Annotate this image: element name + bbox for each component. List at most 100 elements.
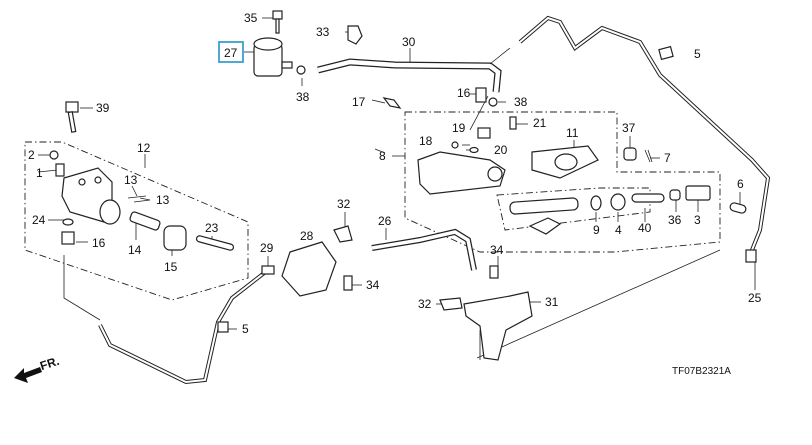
pipe-upper-right xyxy=(518,15,771,251)
part-8-master-cylinder xyxy=(417,151,506,195)
part-5-clamp-lower xyxy=(217,321,229,333)
front-direction-indicator: FR. xyxy=(14,354,61,383)
callout-30[interactable]: 30 xyxy=(402,35,416,49)
callout-7[interactable]: 7 xyxy=(664,151,671,165)
part-5-clamp-upper xyxy=(658,45,674,61)
highlight-box-27 xyxy=(218,41,244,63)
callout-25[interactable]: 25 xyxy=(748,291,762,305)
callout-21[interactable]: 21 xyxy=(533,116,547,130)
part-14-piston xyxy=(129,211,161,231)
part-11-gasket xyxy=(531,145,599,179)
callout-39[interactable]: 39 xyxy=(96,101,110,115)
part-21-bolt xyxy=(509,116,517,130)
callout-12[interactable]: 12 xyxy=(137,141,151,155)
part-6-pin xyxy=(729,202,747,214)
group-outline-slave-cylinder xyxy=(24,141,249,301)
part-18-seal xyxy=(451,141,459,149)
callout-8[interactable]: 8 xyxy=(379,149,386,163)
part-15-boot xyxy=(163,225,187,251)
callout-9[interactable]: 9 xyxy=(593,223,600,237)
arrow-left-icon xyxy=(14,367,42,383)
callout-35[interactable]: 35 xyxy=(244,11,258,25)
callout-34-right[interactable]: 34 xyxy=(490,243,504,257)
part-24-washer xyxy=(62,218,74,226)
part-19-joint xyxy=(477,127,491,139)
callout-28[interactable]: 28 xyxy=(300,229,314,243)
pipe-lower-left xyxy=(98,268,270,385)
callout-36[interactable]: 36 xyxy=(668,213,682,227)
part-33-clamp xyxy=(347,25,363,45)
part-38-clip xyxy=(296,65,306,75)
part-40-rod xyxy=(631,193,665,203)
callout-6[interactable]: 6 xyxy=(737,177,744,191)
callout-14[interactable]: 14 xyxy=(128,243,142,257)
callout-3[interactable]: 3 xyxy=(694,213,701,227)
part-9-seal xyxy=(590,195,602,211)
callout-1[interactable]: 1 xyxy=(36,166,43,180)
callout-5-upper[interactable]: 5 xyxy=(694,47,701,61)
callout-40[interactable]: 40 xyxy=(638,221,652,235)
part-27-reservoir xyxy=(253,37,293,77)
part-20-seal xyxy=(469,146,479,154)
part-16-fitting-upper xyxy=(475,87,487,103)
part-39-bolt xyxy=(65,101,79,133)
callouts: 35 33 30 5 27 38 39 17 16 38 21 37 18 19… xyxy=(28,11,762,336)
callout-17[interactable]: 17 xyxy=(352,95,366,109)
part-38-clip-upper xyxy=(488,97,498,107)
hose-reservoir xyxy=(317,58,502,93)
callout-33[interactable]: 33 xyxy=(316,25,330,39)
diagram-code: TF07B2321A xyxy=(672,366,731,377)
callout-13-right[interactable]: 13 xyxy=(156,193,170,207)
part-36-nut xyxy=(669,189,681,201)
part-32-clip-lower xyxy=(439,297,463,311)
group-outline-master-cylinder xyxy=(404,111,721,253)
callout-5-lower[interactable]: 5 xyxy=(242,322,249,336)
callout-23[interactable]: 23 xyxy=(205,221,219,235)
part-16-fitting xyxy=(61,231,75,245)
part-37-bushing xyxy=(623,147,637,161)
callout-15[interactable]: 15 xyxy=(164,260,178,274)
callout-16-upper[interactable]: 16 xyxy=(457,86,471,100)
callout-38-left[interactable]: 38 xyxy=(296,90,310,104)
part-3-yoke xyxy=(685,185,711,201)
callout-24[interactable]: 24 xyxy=(32,213,46,227)
leader-lines xyxy=(37,17,756,360)
callout-27[interactable]: 27 xyxy=(224,46,238,60)
hose-flexible-26 xyxy=(371,228,477,271)
callout-18[interactable]: 18 xyxy=(419,134,433,148)
part-34-bolt-right xyxy=(489,265,499,279)
front-label: FR. xyxy=(38,354,61,373)
callout-32-upper[interactable]: 32 xyxy=(337,197,351,211)
part-31-bracket xyxy=(463,291,533,361)
callout-38-right[interactable]: 38 xyxy=(514,95,528,109)
callout-20[interactable]: 20 xyxy=(494,143,508,157)
part-master-retainer xyxy=(528,217,562,235)
part-12-slave-cylinder xyxy=(61,167,121,225)
part-master-spring xyxy=(509,197,579,215)
callout-34-left[interactable]: 34 xyxy=(366,278,380,292)
callout-26[interactable]: 26 xyxy=(378,214,392,228)
part-29-fitting xyxy=(261,265,275,275)
part-17-clip xyxy=(382,97,402,109)
part-4-seal xyxy=(610,193,626,211)
part-2-cap xyxy=(49,150,59,160)
callout-2[interactable]: 2 xyxy=(28,148,35,162)
callout-4[interactable]: 4 xyxy=(615,223,622,237)
part-32-clip-upper xyxy=(333,225,353,243)
part-34-bolt-left xyxy=(343,275,353,291)
callout-19[interactable]: 19 xyxy=(452,121,466,135)
callout-16-lower[interactable]: 16 xyxy=(92,236,106,250)
part-23-pushrod xyxy=(195,235,235,251)
part-35-bolt xyxy=(272,10,283,34)
callout-29[interactable]: 29 xyxy=(260,241,274,255)
callout-11[interactable]: 11 xyxy=(566,126,579,140)
part-1-bleeder xyxy=(55,163,65,177)
callout-32-lower[interactable]: 32 xyxy=(418,297,432,311)
callout-31[interactable]: 31 xyxy=(545,295,559,309)
part-7-clip xyxy=(644,149,653,163)
part-28-bracket xyxy=(281,241,337,297)
callout-37[interactable]: 37 xyxy=(622,121,636,135)
callout-13-top[interactable]: 13 xyxy=(124,173,138,187)
